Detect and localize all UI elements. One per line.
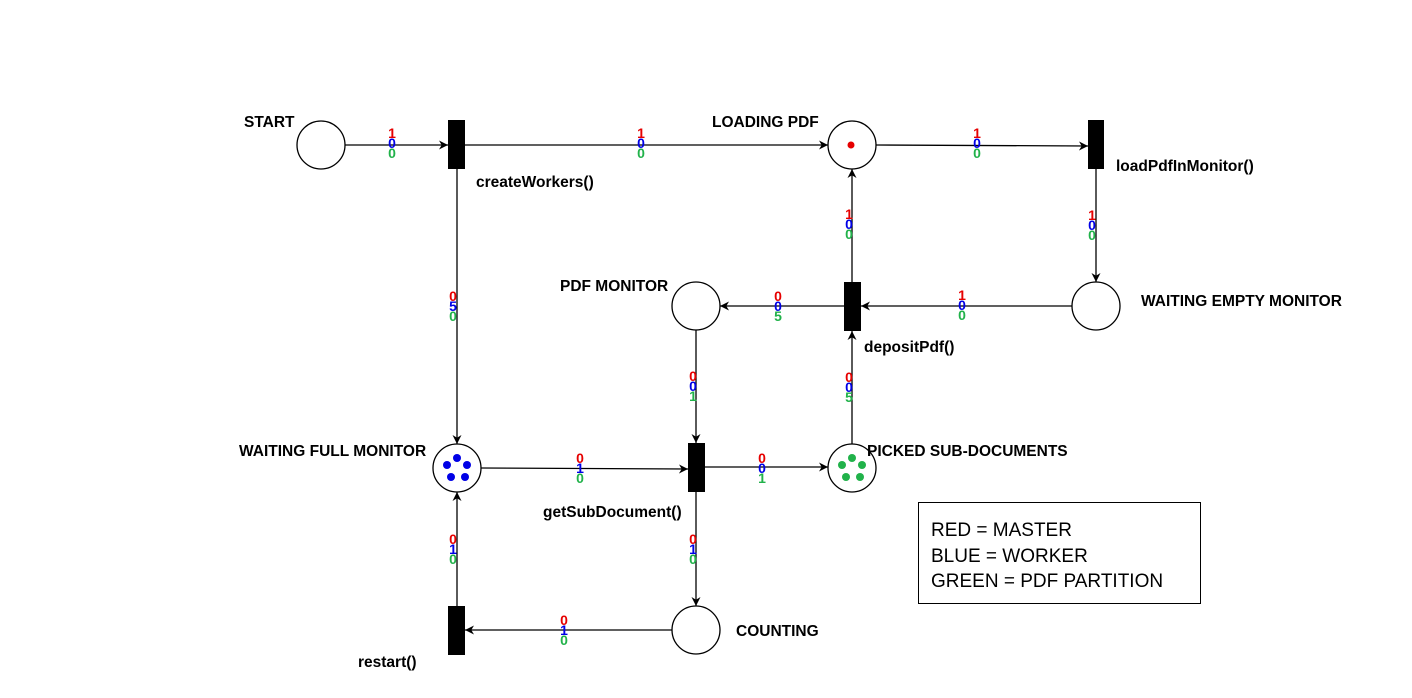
arc-weight-worker: 0	[973, 135, 981, 151]
arc-weight-partition: 0	[576, 470, 584, 486]
arc-weight-master: 0	[449, 288, 457, 304]
place-start	[296, 120, 346, 170]
transition-loadPdf	[1088, 120, 1104, 169]
token-partition	[848, 454, 856, 462]
token-master	[847, 141, 855, 149]
place-label-waitEmpty: WAITING EMPTY MONITOR	[1141, 293, 1342, 310]
arc-weight-partition: 5	[774, 308, 782, 324]
arc-weight-master: 0	[845, 369, 853, 385]
place-waitFull	[432, 443, 482, 493]
token-worker	[453, 454, 461, 462]
transition-label-deposit: depositPdf()	[864, 339, 954, 356]
arc-waitFull-to-getSub	[480, 464, 689, 474]
arc-weight-worker: 5	[449, 298, 457, 314]
arc-weight-worker: 0	[958, 297, 966, 313]
arc-weight-worker: 1	[576, 460, 584, 476]
arc-weight-master: 0	[560, 612, 568, 628]
arc-weight-worker: 0	[845, 379, 853, 395]
arc-weight-worker: 0	[637, 135, 645, 151]
token-worker	[461, 473, 469, 481]
place-label-counting: COUNTING	[736, 623, 819, 640]
arc-weight-worker: 1	[449, 541, 457, 557]
transition-createWorkers	[448, 120, 465, 169]
arc-weight-partition: 1	[689, 388, 697, 404]
arc-weight-partition: 0	[973, 145, 981, 161]
arc-weight-partition: 0	[449, 551, 457, 567]
arc-weight-master: 1	[637, 125, 645, 141]
transition-label-restart: restart()	[358, 654, 417, 671]
arc-weight-worker: 0	[689, 378, 697, 394]
legend: RED = MASTER BLUE = WORKER GREEN = PDF P…	[918, 502, 1201, 604]
arc-weight-master: 0	[689, 531, 697, 547]
arc-weight-master: 1	[388, 125, 396, 141]
arc-weight-master: 1	[845, 206, 853, 222]
place-label-waitFull: WAITING FULL MONITOR	[239, 443, 426, 460]
arc-weight-partition: 0	[689, 551, 697, 567]
arc-weight-partition: 0	[449, 308, 457, 324]
token-partition	[838, 461, 846, 469]
arc-weight-worker: 0	[388, 135, 396, 151]
arc-weight-worker: 0	[845, 216, 853, 232]
token-worker	[463, 461, 471, 469]
arc-weight-partition: 0	[845, 226, 853, 242]
token-worker	[447, 473, 455, 481]
place-waitEmpty	[1071, 281, 1121, 331]
token-worker	[443, 461, 451, 469]
arc-weight-worker: 1	[689, 541, 697, 557]
arc-weight-partition: 1	[758, 470, 766, 486]
arc-weight-partition: 5	[845, 389, 853, 405]
arc-weight-partition: 0	[1088, 227, 1096, 243]
token-partition	[842, 473, 850, 481]
arc-weight-master: 0	[689, 368, 697, 384]
legend-blue: BLUE = WORKER	[931, 545, 1088, 567]
place-pdfMonitor	[671, 281, 721, 331]
transition-getSub	[688, 443, 705, 492]
transition-label-createWorkers: createWorkers()	[476, 174, 594, 191]
arc-weight-worker: 1	[560, 622, 568, 638]
transition-deposit	[844, 282, 861, 331]
arc-weight-master: 1	[958, 287, 966, 303]
arc-weight-master: 0	[449, 531, 457, 547]
legend-green: GREEN = PDF PARTITION	[931, 571, 1164, 592]
place-label-picked: PICKED SUB-DOCUMENTS	[867, 443, 1068, 460]
arc-weight-partition: 0	[637, 145, 645, 161]
transition-restart	[448, 606, 465, 655]
arc-weight-partition: 0	[958, 307, 966, 323]
transition-label-loadPdf: loadPdfInMonitor()	[1116, 158, 1254, 175]
arc-weight-worker: 0	[774, 298, 782, 314]
legend-red: RED = MASTER	[931, 520, 1072, 541]
token-partition	[858, 461, 866, 469]
place-label-pdfMonitor: PDF MONITOR	[560, 278, 668, 295]
place-label-loading: LOADING PDF	[712, 114, 819, 131]
arc-weight-worker: 0	[758, 460, 766, 476]
arc-weight-master: 1	[1088, 207, 1096, 223]
place-label-start: START	[244, 114, 295, 131]
arc-weight-partition: 0	[560, 632, 568, 648]
arc-weight-master: 0	[774, 288, 782, 304]
arc-loading-to-loadPdf	[875, 141, 1089, 151]
place-picked	[827, 443, 877, 493]
arc-weight-master: 0	[576, 450, 584, 466]
arc-weight-master: 1	[973, 125, 981, 141]
token-partition	[856, 473, 864, 481]
transition-label-getSub: getSubDocument()	[543, 504, 682, 521]
arc-weight-worker: 0	[1088, 217, 1096, 233]
arc-weight-partition: 0	[388, 145, 396, 161]
arc-weight-master: 0	[758, 450, 766, 466]
place-counting	[671, 605, 721, 655]
